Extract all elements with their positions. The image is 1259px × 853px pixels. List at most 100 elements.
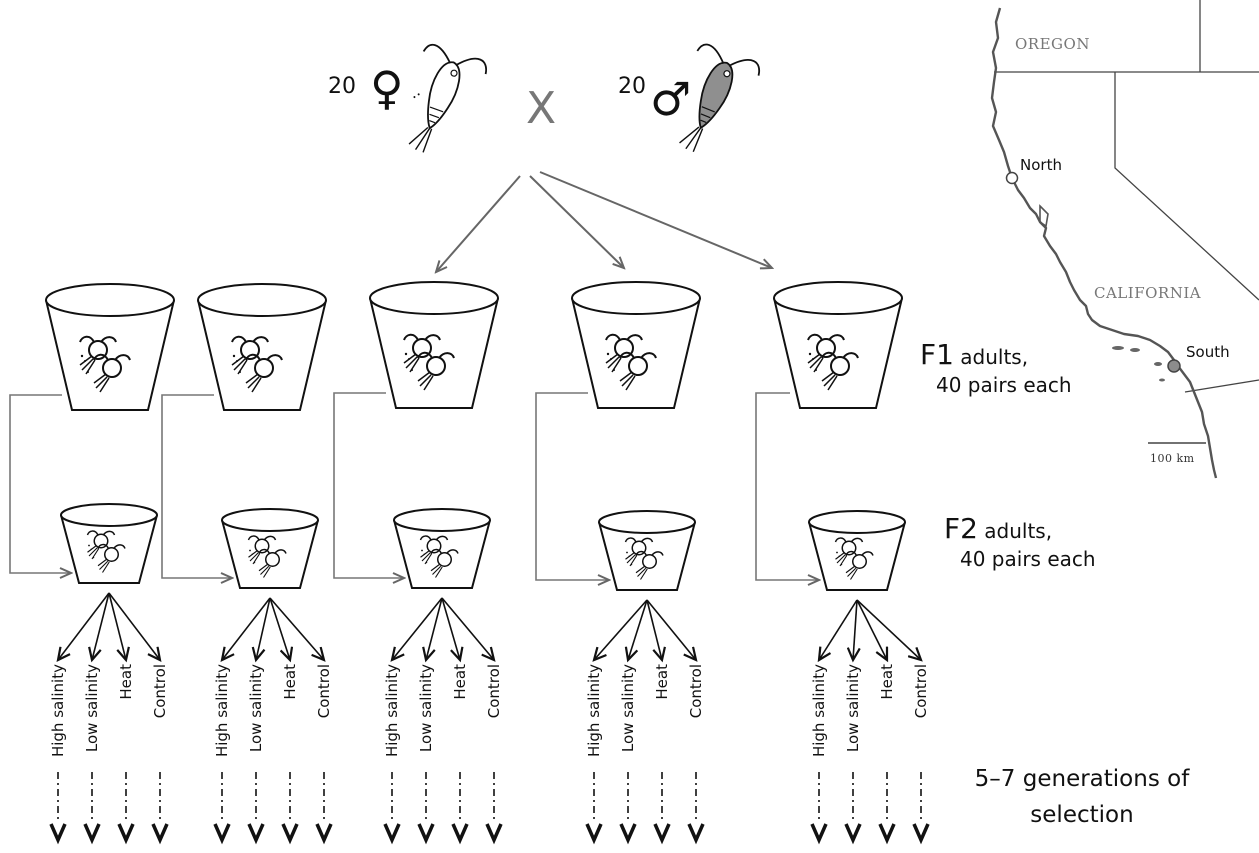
cross-to-f1-arrows bbox=[436, 171, 772, 272]
treatment-label: Control bbox=[315, 664, 333, 718]
coastline bbox=[990, 7, 1218, 479]
f1-to-f2-connector bbox=[161, 394, 232, 578]
map-inset: OREGON CALIFORNIA North South 100 km bbox=[990, 0, 1259, 479]
f1-subtitle: 40 pairs each bbox=[936, 373, 1072, 397]
f2-beaker bbox=[221, 508, 319, 589]
chevron-down-icon bbox=[810, 823, 828, 845]
chevron-down-icon bbox=[417, 823, 435, 845]
selection-line-1: 5–7 generations of bbox=[975, 766, 1191, 792]
treatment-arrow bbox=[422, 597, 443, 663]
treatment-arrow bbox=[646, 599, 666, 663]
treatment-label: Low salinity bbox=[247, 664, 265, 752]
f1-to-f2-connector bbox=[535, 392, 609, 580]
f2-beaker bbox=[598, 510, 696, 591]
treatment-label: Low salinity bbox=[844, 664, 862, 752]
treatment-arrow bbox=[269, 597, 326, 662]
male-copepod-icon bbox=[679, 43, 761, 153]
svg-text:F2 adults,: F2 adults, bbox=[944, 512, 1052, 545]
arrow-to-beaker-3 bbox=[436, 175, 521, 272]
treatment-arrow bbox=[108, 592, 130, 663]
scale-bar-label: 100 km bbox=[1150, 452, 1195, 465]
treatment-arrow bbox=[108, 592, 162, 662]
chevron-down-icon bbox=[83, 823, 101, 845]
f1-to-f2-connector bbox=[9, 394, 71, 573]
f2-tail: adults, bbox=[978, 519, 1052, 543]
parental-cross: 20 ♀ X 20 ♂ bbox=[328, 43, 761, 153]
treatment-label: Heat bbox=[451, 664, 469, 700]
chevron-down-icon bbox=[878, 823, 896, 845]
treatment-label: Control bbox=[912, 664, 930, 718]
treatment-label: Heat bbox=[653, 664, 671, 700]
female-symbol: ♀ bbox=[370, 61, 404, 115]
treatment-arrow bbox=[624, 599, 648, 663]
channel-island bbox=[1159, 378, 1165, 382]
treatment-arrow bbox=[846, 599, 861, 663]
chevron-down-icon bbox=[315, 823, 333, 845]
male-symbol: ♂ bbox=[650, 72, 691, 126]
treatment-label: Heat bbox=[878, 664, 896, 700]
f1-to-f2-connector bbox=[333, 392, 404, 578]
chevron-down-icon bbox=[619, 823, 637, 845]
male-count: 20 bbox=[618, 74, 646, 99]
treatment-label: Control bbox=[687, 664, 705, 718]
chevron-down-icon bbox=[687, 823, 705, 845]
treatment-label: Low salinity bbox=[83, 664, 101, 752]
treatment-arrow bbox=[856, 599, 923, 662]
selection-label: 5–7 generations of selection bbox=[975, 766, 1191, 828]
f2-label: F2 adults, 40 pairs each bbox=[944, 512, 1096, 571]
treatment-label: High salinity bbox=[585, 664, 603, 757]
treatment-label: Low salinity bbox=[417, 664, 435, 752]
chevron-down-icon bbox=[117, 823, 135, 845]
treatment-label: Heat bbox=[117, 664, 135, 700]
arrow-to-beaker-4 bbox=[529, 175, 624, 268]
arrow-to-beaker-5 bbox=[539, 171, 772, 268]
f2-head: F2 bbox=[944, 512, 978, 545]
f2-beaker bbox=[808, 510, 906, 591]
f1-beaker bbox=[197, 283, 327, 411]
treatment-arrow bbox=[441, 597, 496, 662]
treatment-arrow bbox=[646, 599, 698, 662]
treatment-arrow bbox=[56, 592, 110, 662]
f1-tail: adults, bbox=[954, 345, 1028, 369]
treatment-arrow bbox=[220, 597, 271, 662]
treatment-label: Heat bbox=[281, 664, 299, 700]
f1-beaker bbox=[571, 281, 701, 409]
chevron-down-icon bbox=[912, 823, 930, 845]
chevron-down-icon bbox=[213, 823, 231, 845]
treatment-label: Low salinity bbox=[619, 664, 637, 752]
chevron-down-icon bbox=[281, 823, 299, 845]
treatment-label: Control bbox=[151, 664, 169, 718]
f1-beaker bbox=[369, 281, 499, 409]
bay-inlet bbox=[1039, 204, 1049, 228]
mexico-border bbox=[1184, 379, 1259, 393]
chevron-down-icon bbox=[451, 823, 469, 845]
treatment-arrow bbox=[88, 592, 110, 663]
treatment-arrow bbox=[441, 597, 464, 663]
cross-symbol: X bbox=[526, 83, 556, 134]
replicate-4: High salinity Low salinity Heat Control bbox=[535, 281, 705, 845]
site-label-south: South bbox=[1186, 343, 1230, 361]
treatment-fan: High salinity Low salinity Heat Control bbox=[49, 592, 169, 845]
svg-text:F1 adults,: F1 adults, bbox=[920, 338, 1028, 371]
site-label-north: North bbox=[1020, 156, 1062, 174]
chevron-down-icon bbox=[151, 823, 169, 845]
f1-to-f2-connector bbox=[755, 392, 819, 580]
channel-island bbox=[1154, 362, 1162, 366]
treatment-label: High salinity bbox=[49, 664, 67, 757]
south-site-marker bbox=[1167, 359, 1181, 373]
selection-line-2: selection bbox=[1030, 802, 1133, 828]
treatment-arrow bbox=[817, 599, 858, 663]
treatment-label: Control bbox=[485, 664, 503, 718]
f1-label: F1 adults, 40 pairs each bbox=[920, 338, 1072, 397]
treatment-arrow bbox=[592, 599, 648, 662]
california-nevada-border bbox=[1114, 72, 1259, 301]
treatment-arrow bbox=[856, 599, 889, 663]
channel-island bbox=[1130, 348, 1140, 352]
f2-beaker bbox=[393, 508, 491, 589]
f1-head: F1 bbox=[920, 338, 954, 371]
f1-beaker bbox=[773, 281, 903, 409]
chevron-down-icon bbox=[585, 823, 603, 845]
